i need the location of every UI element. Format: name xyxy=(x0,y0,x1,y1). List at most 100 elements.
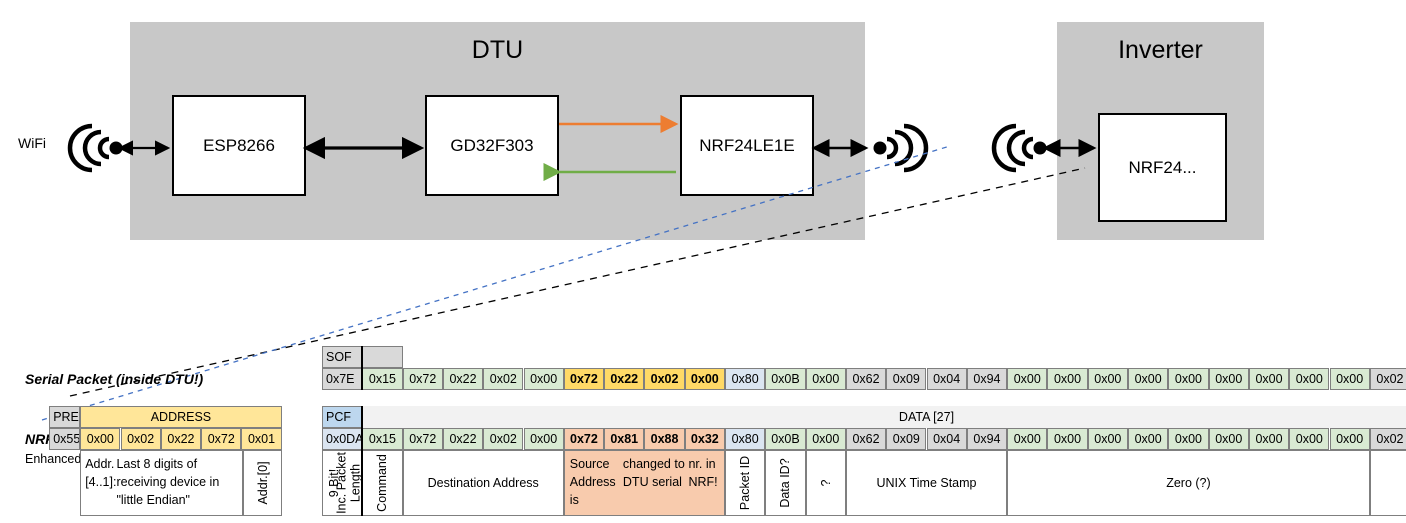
serial-packet-row-label: Serial Packet (inside DTU!) xyxy=(25,371,204,387)
nrf-byte-0: 0x15 xyxy=(362,428,403,450)
serial-byte-17: 0x00 xyxy=(1047,368,1088,390)
serial-byte-19: 0x00 xyxy=(1128,368,1169,390)
desc-pcf: 9 Bit!Inc. Packet Length xyxy=(322,450,363,516)
desc-addr0: Addr.[0] xyxy=(243,450,282,516)
nrf-byte-10: 0x0B xyxy=(765,428,806,450)
serial-byte-21: 0x00 xyxy=(1208,368,1249,390)
desc-timestamp: UNIX Time Stamp xyxy=(845,450,1008,516)
nrf-byte-21: 0x00 xyxy=(1208,428,1249,450)
nrf-byte-16: 0x00 xyxy=(1007,428,1048,450)
desc-unknown-1-text: ? xyxy=(818,479,833,487)
desc-data-id-text: Data ID? xyxy=(778,458,793,508)
serial-sof-value: 0x7E xyxy=(322,368,363,390)
serial-byte-11: 0x00 xyxy=(805,368,846,390)
desc-data-id: Data ID? xyxy=(765,450,806,516)
serial-byte-14: 0x04 xyxy=(926,368,967,390)
nrf-pcf-header: PCF xyxy=(322,406,363,428)
chip-inverter-nrf24-label: NRF24... xyxy=(1128,157,1197,177)
nrf-address-header: ADDRESS xyxy=(80,406,282,428)
desc-address: Addr. [4..1]:Last 8 digits of receiving … xyxy=(80,450,244,516)
nrf-byte-5: 0x72 xyxy=(563,428,605,450)
serial-byte-15: 0x94 xyxy=(966,368,1008,390)
wifi-antenna-icon-right xyxy=(886,123,929,173)
serial-byte-5: 0x72 xyxy=(563,368,605,390)
chip-nrf24le1e: NRF24LE1E xyxy=(680,95,814,196)
wifi-antenna-icon xyxy=(67,123,110,173)
desc-addr0-text: Addr.[0] xyxy=(255,461,270,505)
nrf-address-byte-4: 0x01 xyxy=(241,428,282,450)
chip-nrf24le1e-label: NRF24LE1E xyxy=(699,135,795,155)
desc-source-line-2: nr. in NRF! xyxy=(688,457,718,490)
nrf-pre-header: PRE xyxy=(49,406,81,428)
nrf-byte-8: 0x32 xyxy=(684,428,725,450)
serial-byte-25: 0x02 xyxy=(1369,368,1406,390)
serial-byte-9: 0x80 xyxy=(725,368,766,390)
serial-byte-4: 0x00 xyxy=(523,368,564,390)
nrf-byte-25: 0x02 xyxy=(1369,428,1406,450)
serial-byte-0: 0x15 xyxy=(362,368,403,390)
serial-byte-20: 0x00 xyxy=(1168,368,1209,390)
desc-command-text: Command xyxy=(375,454,390,512)
nrf-byte-4: 0x00 xyxy=(523,428,564,450)
serial-byte-3: 0x02 xyxy=(483,368,524,390)
nrf-address-byte-3: 0x72 xyxy=(201,428,242,450)
serial-byte-24: 0x00 xyxy=(1329,368,1370,390)
nrf-byte-22: 0x00 xyxy=(1248,428,1290,450)
desc-packet-id-text: Packet ID xyxy=(738,455,753,511)
nrf-byte-2: 0x22 xyxy=(442,428,484,450)
nrf-byte-13: 0x09 xyxy=(886,428,927,450)
nrf-byte-18: 0x00 xyxy=(1087,428,1128,450)
desc-packet-id: Packet ID xyxy=(725,450,766,516)
nrf-byte-9: 0x80 xyxy=(725,428,766,450)
nrf-byte-1: 0x72 xyxy=(402,428,443,450)
nrf-byte-24: 0x00 xyxy=(1329,428,1370,450)
chip-esp8266: ESP8266 xyxy=(172,95,306,196)
serial-byte-6: 0x22 xyxy=(604,368,645,390)
nrf-byte-23: 0x00 xyxy=(1289,428,1330,450)
serial-payload-left-rule xyxy=(361,346,364,390)
desc-address-line-0: Addr. [4..1]: xyxy=(85,457,117,490)
desc-address-line-1: Last 8 digits of receiving device in "li… xyxy=(116,457,220,508)
nrf-byte-14: 0x04 xyxy=(926,428,967,450)
nrf-byte-7: 0x88 xyxy=(644,428,685,450)
serial-byte-1: 0x72 xyxy=(402,368,443,390)
nrf-byte-20: 0x00 xyxy=(1168,428,1209,450)
desc-zero: Zero (?) xyxy=(1007,450,1370,516)
dtu-title: DTU xyxy=(471,36,524,64)
nrf-payload-left-rule xyxy=(361,406,364,516)
desc-pcf-length: Inc. Packet Length xyxy=(334,452,363,514)
chip-gd32f303: GD32F303 xyxy=(425,95,559,196)
nrf-byte-15: 0x94 xyxy=(966,428,1008,450)
desc-source-line-1: changed to DTU serial xyxy=(622,457,685,490)
serial-byte-10: 0x0B xyxy=(765,368,806,390)
serial-byte-13: 0x09 xyxy=(886,368,927,390)
nrf-pre-value: 0x55 xyxy=(49,428,81,450)
serial-byte-23: 0x00 xyxy=(1289,368,1330,390)
nrf-byte-12: 0x62 xyxy=(845,428,887,450)
chip-esp8266-label: ESP8266 xyxy=(203,135,275,155)
nrf-address-byte-1: 0x02 xyxy=(120,428,161,450)
desc-unknown-1: ? xyxy=(805,450,846,516)
serial-byte-7: 0x02 xyxy=(644,368,685,390)
chip-inverter-nrf24: NRF24... xyxy=(1098,113,1227,222)
desc-destination: Destination Address xyxy=(402,450,564,516)
inverter-title: Inverter xyxy=(1118,36,1203,64)
chip-gd32f303-label: GD32F303 xyxy=(450,135,534,155)
serial-byte-18: 0x00 xyxy=(1087,368,1128,390)
nrf-byte-19: 0x00 xyxy=(1128,428,1169,450)
nrf-pcf-value: 0x0DA xyxy=(322,428,363,450)
desc-unknown-2: ? xyxy=(1369,450,1406,516)
serial-byte-22: 0x00 xyxy=(1248,368,1290,390)
nrf-byte-6: 0x81 xyxy=(604,428,645,450)
wifi-antenna-icon-inverter xyxy=(991,123,1034,173)
nrf-byte-17: 0x00 xyxy=(1047,428,1088,450)
serial-byte-16: 0x00 xyxy=(1007,368,1048,390)
desc-command: Command xyxy=(362,450,403,516)
nrf-address-byte-2: 0x22 xyxy=(160,428,202,450)
serial-byte-2: 0x22 xyxy=(442,368,484,390)
desc-source-line-0: Source Address is xyxy=(569,457,616,508)
nrf-byte-3: 0x02 xyxy=(483,428,524,450)
nrf-address-byte-0: 0x00 xyxy=(80,428,121,450)
serial-byte-12: 0x62 xyxy=(845,368,887,390)
